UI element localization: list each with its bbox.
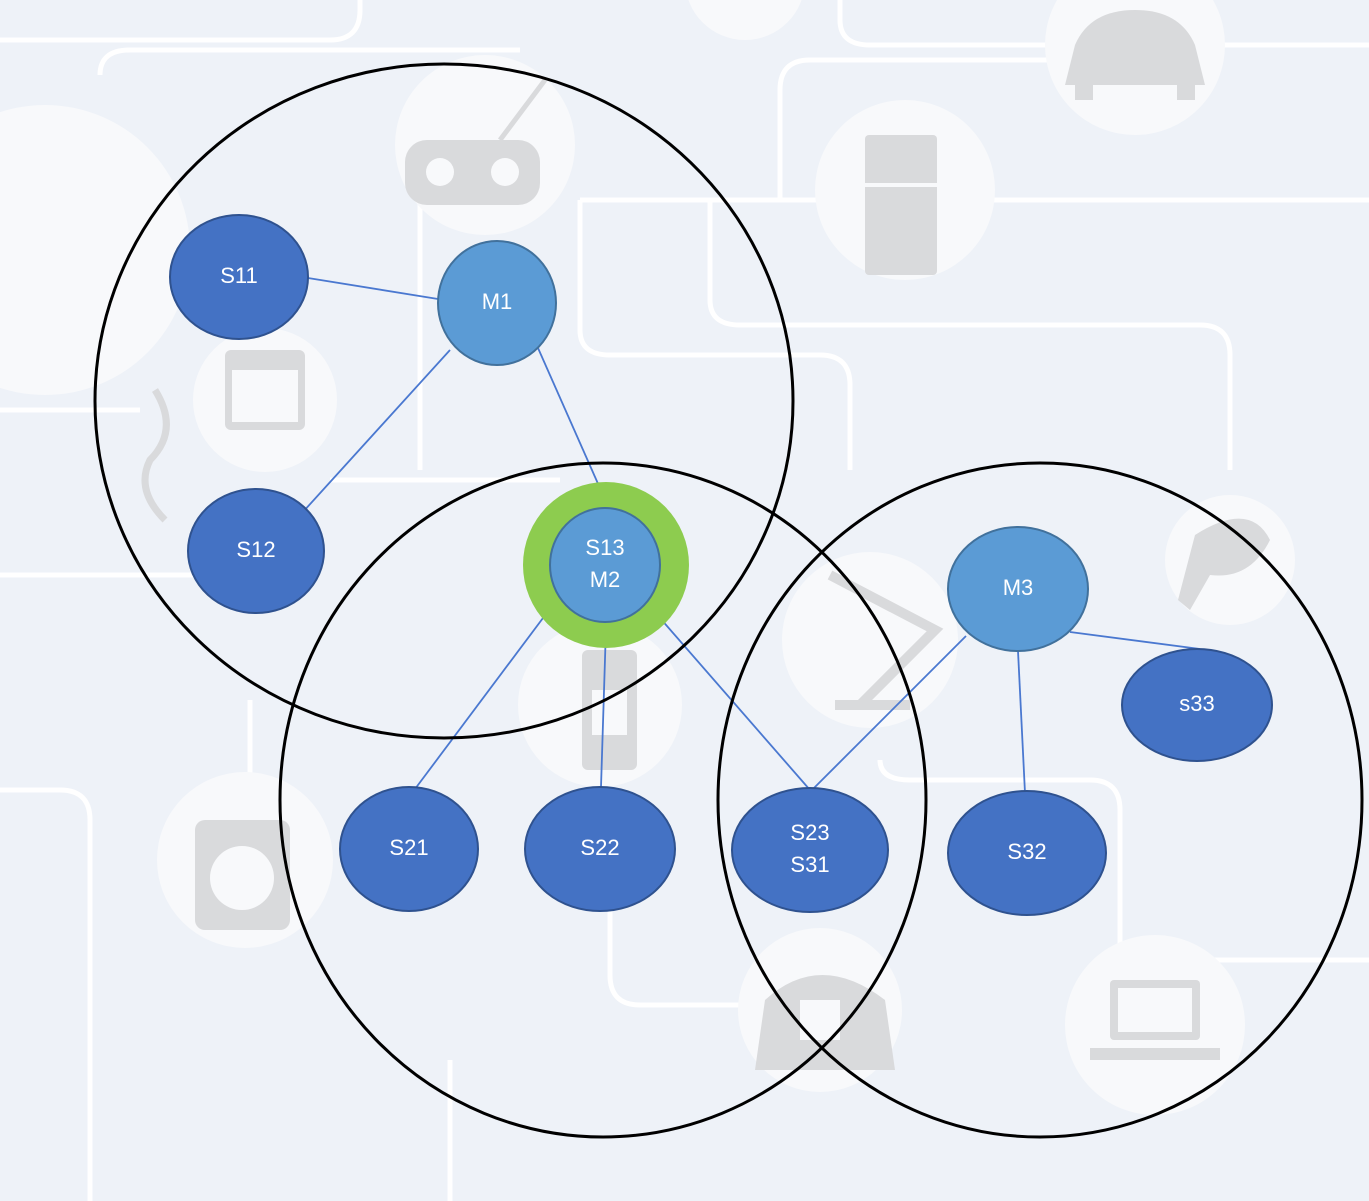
node-s23-s31[interactable]: S23 S31: [731, 787, 889, 913]
node-s32[interactable]: S32: [947, 790, 1107, 916]
node-s22-label: S22: [580, 835, 619, 860]
node-s21[interactable]: S21: [339, 786, 479, 912]
laptop-icon: [1090, 980, 1220, 1060]
kitchen-scale-icon: [195, 820, 290, 930]
calendar-icon: [225, 350, 305, 430]
node-s22[interactable]: S22: [524, 786, 676, 912]
node-s32-label: S32: [1007, 839, 1046, 864]
watch-icon: [582, 650, 637, 770]
node-s33-label: s33: [1179, 691, 1214, 716]
node-s12-label: S12: [236, 537, 275, 562]
link-m1-s13m2: [537, 347, 604, 496]
cluster-1-outline: [93, 62, 795, 740]
links: [301, 277, 1201, 794]
desk-lamp-icon: [827, 570, 944, 710]
link-m3-s33: [1069, 631, 1201, 650]
node-s13-label: S13: [585, 535, 624, 560]
music-note-icon: [141, 388, 170, 523]
link-m3-s23s31: [811, 635, 967, 791]
node-s12[interactable]: S12: [187, 488, 325, 614]
car-icon: [1065, 10, 1205, 100]
cluster-2-outline: [278, 461, 928, 1139]
link-m1-s12: [301, 349, 451, 514]
link-s11-m1: [307, 277, 439, 300]
node-s13-m2[interactable]: S13 M2: [523, 482, 689, 648]
node-m3-label: M3: [1003, 575, 1034, 600]
node-s11[interactable]: S11: [169, 214, 309, 340]
cluster-3-outline: [716, 461, 1364, 1139]
node-s21-label: S21: [389, 835, 428, 860]
link-s13m2-s21: [414, 617, 544, 790]
node-s11-label: S11: [220, 263, 258, 288]
link-m3-s32: [1017, 650, 1026, 794]
node-m2-label: M2: [590, 567, 621, 592]
clusters: [93, 62, 1364, 1139]
nodes: S11 M1 S12 S13 M2 M3 s33 S21: [169, 214, 1273, 916]
node-m1-label: M1: [482, 289, 513, 314]
telephone-icon: [755, 975, 895, 1070]
fridge-icon: [865, 135, 937, 275]
link-s13m2-s22: [600, 626, 607, 788]
node-s23-label: S23: [790, 820, 829, 845]
node-s33[interactable]: s33: [1121, 648, 1273, 762]
node-m1[interactable]: M1: [437, 240, 557, 366]
radio-icon: [405, 78, 547, 205]
node-s31-label: S31: [790, 852, 829, 877]
node-m3[interactable]: M3: [947, 526, 1089, 652]
